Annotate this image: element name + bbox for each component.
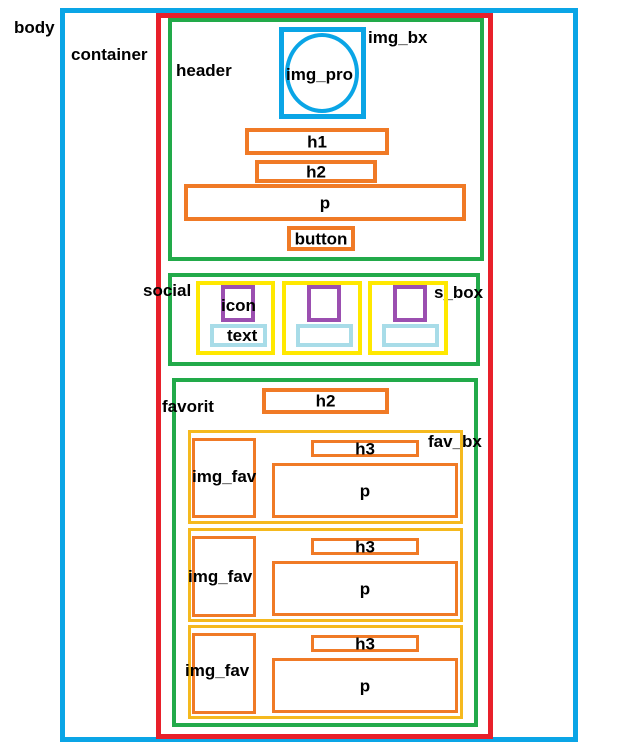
img-bx-box (279, 27, 366, 119)
favorit-label: favorit (162, 397, 214, 416)
s-box-1-icon (221, 285, 255, 322)
header-label: header (176, 61, 232, 80)
container-label: container (71, 45, 148, 64)
s-box-2-icon (307, 285, 341, 322)
s-box-2 (282, 281, 362, 355)
fav-bx-1-img-label: img_fav (192, 467, 257, 486)
body-label: body (14, 18, 55, 37)
header-h2-label: h2 (306, 162, 326, 181)
header-h1-box: h1 (245, 128, 389, 155)
fav-bx-2-p: p (272, 561, 458, 616)
fav-bx-2-img (192, 536, 256, 617)
fav-bx-3-p-label: p (359, 676, 371, 695)
fav-bx-3 (188, 625, 463, 719)
fav-bx-1-h3-label: h3 (355, 439, 375, 458)
favorit-box (172, 378, 478, 727)
fav-bx-2-h3: h3 (311, 538, 419, 555)
fav-bx-3-p: p (272, 658, 458, 713)
img-bx-label: img_bx (368, 28, 428, 47)
fav-bx-3-h3-label: h3 (355, 634, 375, 653)
favorit-h2-label: h2 (315, 391, 336, 411)
body-box (60, 8, 578, 742)
social-label: social (143, 281, 192, 300)
fav-bx-2-img-label: img_fav (188, 567, 253, 586)
fav-bx-2 (188, 528, 463, 622)
s-box-3 (368, 281, 448, 355)
social-box (168, 273, 480, 366)
fav-bx-1 (188, 430, 463, 524)
header-box (168, 18, 484, 261)
fav-bx-1-p: p (272, 463, 458, 518)
s-box-2-text (296, 324, 353, 347)
header-p-box: p (184, 184, 466, 221)
fav-bx-1-h3: h3 (311, 440, 419, 457)
s-box-1-text (210, 324, 267, 347)
header-h1-label: h1 (307, 132, 327, 151)
fav-bx-3-img-label: img_fav (185, 661, 250, 680)
fav-bx-3-img (192, 633, 256, 714)
fav-bx-2-h3-label: h3 (355, 537, 375, 556)
header-button-label: button (294, 229, 348, 248)
s-box-1-icon-label: icon (221, 296, 256, 315)
s-box-3-text (382, 324, 439, 347)
img-pro-circle (285, 33, 359, 113)
fav-bx-label: fav_bx (428, 432, 482, 451)
s-box-1 (196, 281, 275, 355)
fav-bx-1-p-label: p (359, 481, 371, 500)
img-pro-label: img_pro (286, 65, 354, 84)
s-box-3-icon (393, 285, 427, 322)
header-h2-box: h2 (255, 160, 377, 183)
s-box-1-text-label: text (227, 326, 258, 345)
fav-bx-3-h3: h3 (311, 635, 419, 652)
header-button-box: button (287, 226, 355, 251)
favorit-h2-box: h2 (262, 388, 389, 414)
fav-bx-2-p-label: p (359, 579, 371, 598)
header-p-label: p (319, 193, 331, 212)
fav-bx-1-img (192, 438, 256, 518)
container-box (156, 13, 493, 739)
